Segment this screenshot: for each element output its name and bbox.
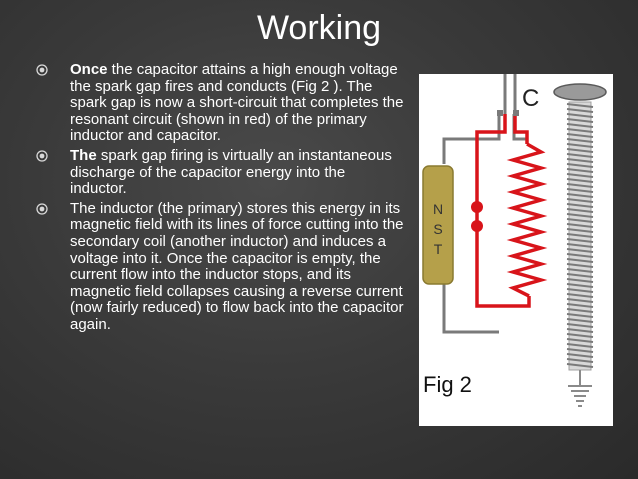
ground-symbol (568, 370, 592, 407)
nst-letter-n: N (433, 201, 443, 217)
tesla-coil-figure: N S T C (419, 74, 613, 426)
bullet-text: The inductor (the primary) stores this e… (70, 199, 404, 333)
bullet-circle-icon (36, 150, 48, 162)
resonant-circuit (475, 114, 548, 308)
bullet-item: The spark gap firing is virtually an ins… (36, 146, 404, 198)
bullet-item: Once the capacitor attains a high enough… (36, 61, 404, 145)
bullet-item: The inductor (the primary) stores this e… (36, 199, 404, 334)
spark-gap-ball-top (471, 201, 483, 213)
capacitor-plate-left (497, 110, 503, 116)
bullet-list: Once the capacitor attains a high enough… (36, 61, 404, 337)
capacitor-plate-right (513, 110, 519, 116)
primary-coil (506, 142, 548, 298)
slide-title: Working (256, 9, 382, 47)
bullet-text: spark gap firing is virtually an instant… (70, 146, 392, 198)
nst-letter-s: S (433, 221, 442, 237)
bullet-circle-icon (36, 203, 48, 215)
bullet-circle-icon (36, 64, 48, 76)
bullet-lead-word: Once (70, 61, 108, 78)
bullet-lead-word: The (70, 146, 97, 164)
capacitor-label: C (522, 85, 539, 112)
bullet-text: the capacitor attains a high enough volt… (70, 61, 404, 145)
nst-transformer (422, 165, 454, 285)
nst-letter-t: T (434, 241, 443, 257)
figure-caption: Fig 2 (423, 372, 472, 397)
spark-gap-ball-bottom (471, 220, 483, 232)
top-load (553, 83, 607, 101)
secondary-coil (566, 103, 594, 368)
circuit-diagram: N S T C (422, 74, 607, 407)
